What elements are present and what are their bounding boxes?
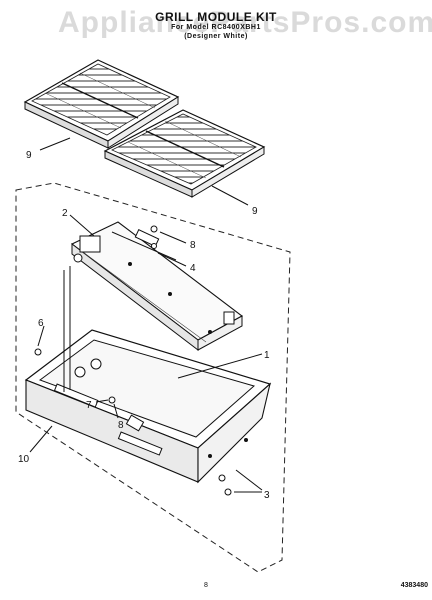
callout-2: 2 (62, 208, 68, 219)
document-number: 4383480 (400, 582, 428, 589)
callout-7: 7 (86, 400, 92, 411)
grill-grate-left (23, 59, 180, 149)
element-bracket (70, 221, 244, 352)
callout-8-top: 8 (190, 240, 196, 251)
callout-9-right: 9 (252, 206, 258, 217)
callout-10: 10 (18, 454, 30, 465)
diagram-variant: (Designer White) (184, 33, 248, 40)
callout-9-left: 9 (26, 150, 32, 161)
diagram-subtitle: For Model RC8400XBH1 (171, 24, 261, 31)
callout-1: 1 (264, 350, 270, 361)
callout-8-bottom: 8 (118, 420, 124, 431)
nut-3b-icon (224, 488, 232, 496)
drip-pan (24, 266, 272, 484)
leader-lines (29, 137, 263, 493)
diagram-title: GRILL MODULE KIT (155, 10, 277, 24)
grill-grate-right (103, 109, 266, 198)
nut-3a-icon (218, 474, 226, 482)
screw-6-icon (34, 348, 42, 356)
kit-boundary (15, 182, 291, 573)
callout-6: 6 (38, 318, 44, 329)
callout-3: 3 (264, 490, 270, 501)
terminal-block (111, 225, 177, 261)
watermark-text: AppliancePartsPros.com (58, 6, 432, 39)
screw-7-icon (108, 396, 116, 404)
page-number: 8 (204, 582, 208, 589)
callout-4: 4 (190, 263, 196, 274)
